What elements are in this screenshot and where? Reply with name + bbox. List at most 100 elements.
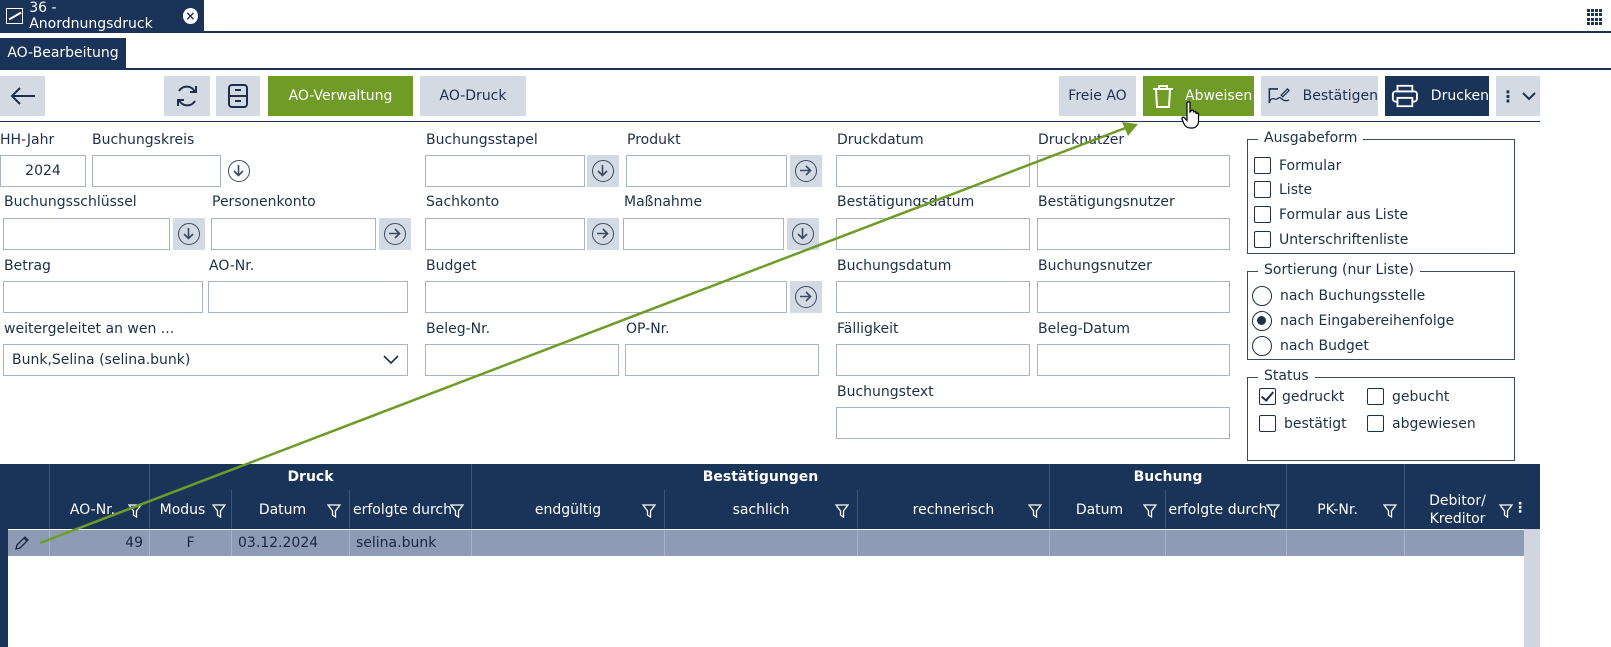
hh-jahr-input[interactable]: 2024 [0,155,86,187]
filter-icon[interactable] [450,504,464,518]
checkbox-checked[interactable] [1259,388,1276,405]
checkbox[interactable] [1259,415,1276,432]
group-bestaetigungen: Bestätigungen [471,464,1049,490]
option-formular[interactable]: Formular [1254,157,1341,174]
checkbox[interactable] [1367,415,1384,432]
document-icon [6,8,24,24]
produkt-input[interactable] [626,155,787,187]
table-row[interactable]: 49 F 03.12.2024 selina.bunk [8,530,1524,556]
option-nach-buchungsstelle[interactable]: nach Buchungsstelle [1252,286,1425,306]
more-vertical-icon: ⋮ [1500,86,1516,106]
status-bestaetigt[interactable]: bestätigt [1259,415,1347,432]
filter-icon[interactable] [1266,504,1280,518]
buchungsschluessel-select-button[interactable] [173,218,205,250]
ao-druck-button[interactable]: AO-Druck [420,76,526,116]
header-buchung-erfolgte-durch[interactable]: erfolgte durch [1165,490,1286,529]
option-unterschriftenliste[interactable]: Unterschriftenliste [1254,231,1408,248]
cell-modus: F [149,530,231,556]
filter-icon[interactable] [1499,504,1513,518]
header-ao-nr[interactable]: AO-Nr. [49,464,149,529]
buchungstext-input[interactable] [836,407,1230,439]
header-debitor-kreditor[interactable]: Debitor/ Kreditor [1404,464,1524,529]
status-gebucht[interactable]: gebucht [1367,388,1449,405]
filter-icon[interactable] [1028,504,1042,518]
filter-icon[interactable] [1143,504,1157,518]
buchungsnutzer-input[interactable] [1037,281,1230,313]
header-rechnerisch[interactable]: rechnerisch [857,490,1049,529]
cell-ao-nr: 49 [49,530,149,556]
faelligkeit-input[interactable] [836,344,1030,376]
buchungsstapel-select-button[interactable] [587,155,619,187]
radio[interactable] [1252,286,1272,306]
back-button[interactable] [0,76,45,116]
buchungsdatum-input[interactable] [836,281,1030,313]
checkbox[interactable] [1367,388,1384,405]
checkbox[interactable] [1254,231,1271,248]
option-liste[interactable]: Liste [1254,181,1312,198]
sachkonto-input[interactable] [425,218,585,250]
column-menu-icon[interactable]: ⋮ [1513,500,1527,516]
checkbox[interactable] [1254,206,1271,223]
abweisen-label: Abweisen [1185,88,1253,104]
produkt-open-button[interactable] [790,155,822,187]
personenkonto-input[interactable] [211,218,376,250]
ao-nr-input[interactable] [208,281,408,313]
refresh-button[interactable] [164,76,210,116]
option-label: gedruckt [1282,388,1345,405]
massnahme-select-button[interactable] [787,218,819,250]
sachkonto-open-button[interactable] [587,218,619,250]
op-nr-input[interactable] [625,344,819,376]
option-nach-eingabereihenfolge[interactable]: nach Eingabereihenfolge [1252,311,1454,331]
drucknutzer-input[interactable] [1037,155,1230,187]
buchungstext-label: Buchungstext [837,384,934,400]
buchungskreis-select-button[interactable] [223,155,255,187]
ao-verwaltung-button[interactable]: AO-Verwaltung [268,76,413,116]
header-pk-nr[interactable]: PK-Nr. [1286,464,1404,529]
bestaetigungsnutzer-input[interactable] [1037,218,1230,250]
filter-icon[interactable] [642,504,656,518]
filter-icon[interactable] [327,504,341,518]
document-tab[interactable]: 36 - Anordnungsdruck × [0,0,204,32]
checkbox[interactable] [1254,157,1271,174]
buchungsschluessel-input[interactable] [3,218,170,250]
status-gedruckt[interactable]: gedruckt [1259,388,1344,405]
more-menu-button[interactable]: ⋮ [1496,76,1540,116]
budget-input[interactable] [425,281,787,313]
weitergeleitet-select[interactable]: Bunk,Selina (selina.bunk) [3,344,408,376]
bestaetigungsdatum-input[interactable] [836,218,1030,250]
massnahme-input[interactable] [623,218,784,250]
option-label: gebucht [1392,388,1450,405]
header-sachlich[interactable]: sachlich [664,490,857,529]
archive-button[interactable] [216,76,260,116]
filter-icon[interactable] [1383,504,1397,518]
bestaetigen-button[interactable]: Bestätigen [1261,76,1378,116]
vertical-scrollbar[interactable] [1524,529,1540,647]
row-edit-cell[interactable] [8,530,49,556]
druckdatum-input[interactable] [836,155,1030,187]
option-nach-budget[interactable]: nach Budget [1252,336,1369,356]
personenkonto-label: Personenkonto [212,194,316,210]
radio-selected[interactable] [1252,311,1272,331]
option-formular-aus-liste[interactable]: Formular aus Liste [1254,206,1408,223]
pencil-icon[interactable] [14,535,30,551]
drucken-button[interactable]: Drucken [1385,76,1489,116]
apps-grid-icon[interactable] [1587,9,1603,25]
betrag-input[interactable] [3,281,203,313]
buchungsstapel-input[interactable] [425,155,585,187]
beleg-nr-input[interactable] [425,344,619,376]
abweisen-button[interactable]: Abweisen [1143,76,1254,116]
filter-icon[interactable] [128,504,142,518]
freie-ao-button[interactable]: Freie AO [1059,76,1136,116]
beleg-datum-input[interactable] [1037,344,1230,376]
status-abgewiesen[interactable]: abgewiesen [1367,415,1476,432]
checkbox[interactable] [1254,181,1271,198]
filter-icon[interactable] [212,504,226,518]
filter-icon[interactable] [835,504,849,518]
budget-open-button[interactable] [790,281,822,313]
tab-ao-bearbeitung[interactable]: AO-Bearbeitung [0,38,126,68]
buchungskreis-input[interactable] [92,155,221,187]
close-icon[interactable]: × [182,8,198,24]
personenkonto-open-button[interactable] [379,218,411,250]
radio[interactable] [1252,336,1272,356]
header-endgueltig[interactable]: endgültig [471,490,664,529]
